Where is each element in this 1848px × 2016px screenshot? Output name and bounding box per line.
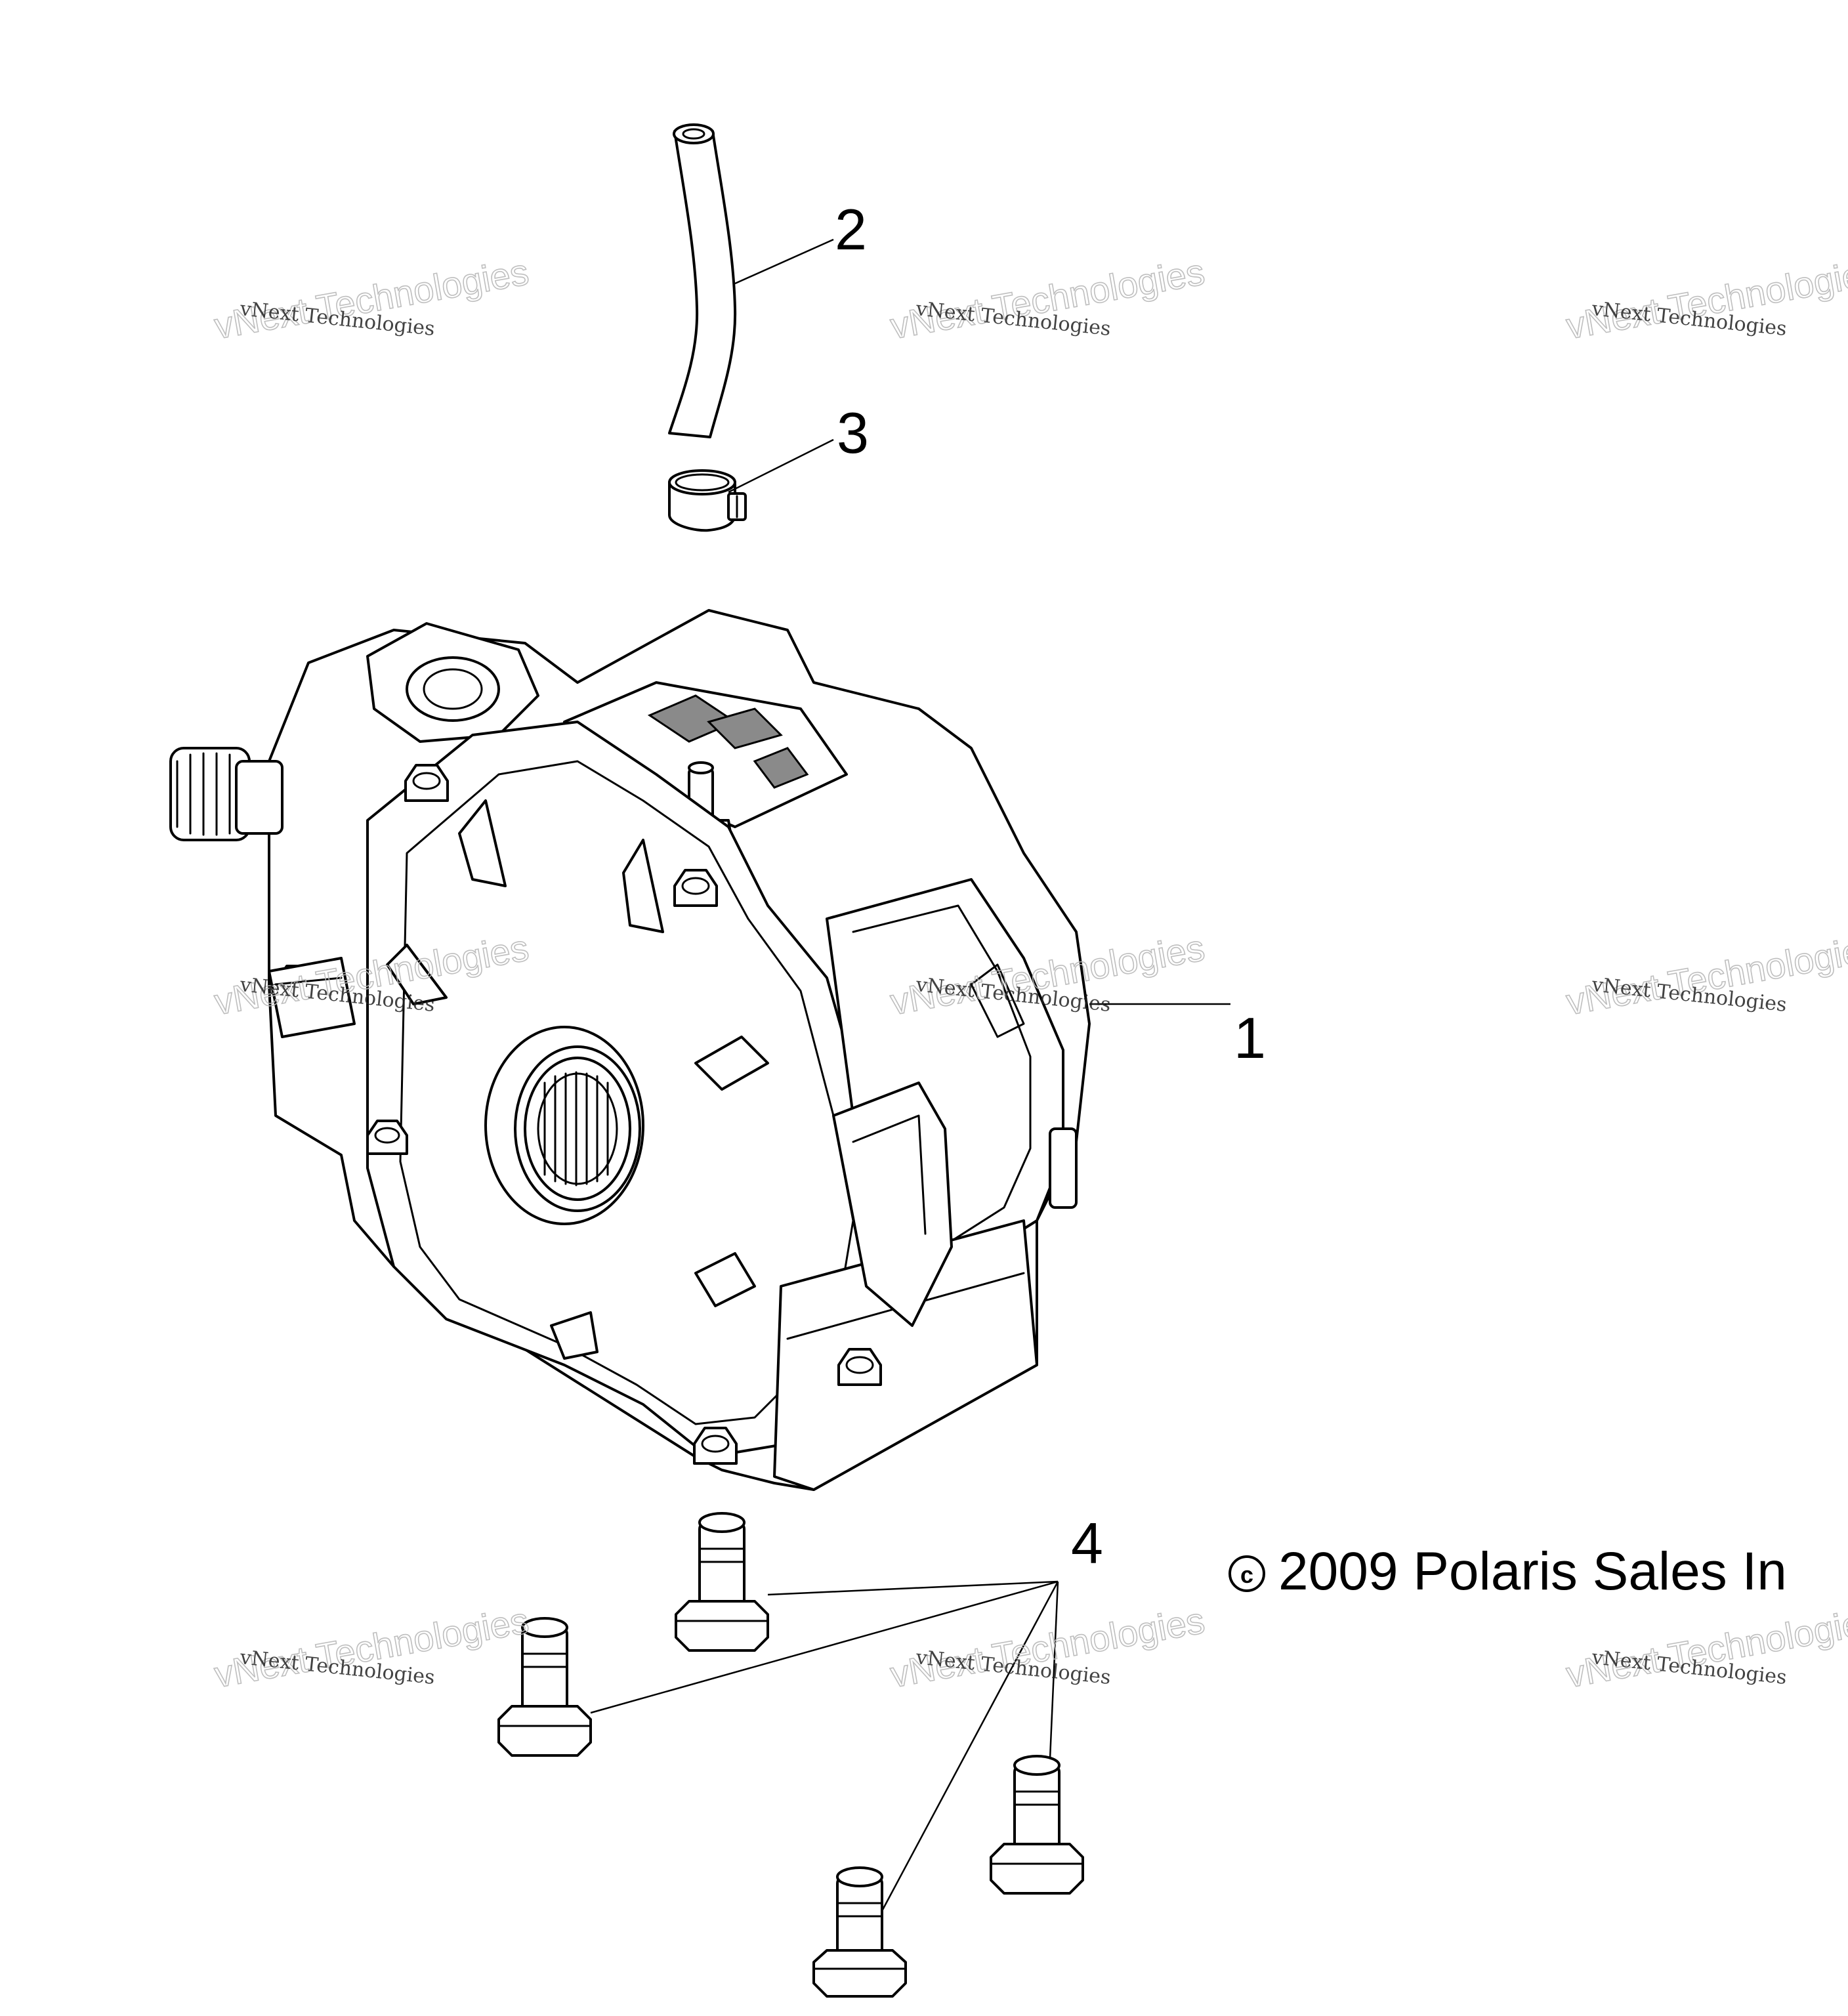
watermark: vNext Technologies vNext Technologies xyxy=(1563,1599,1848,1696)
bolt xyxy=(990,1755,1084,1895)
fill-port xyxy=(366,622,539,743)
leader-line-4d xyxy=(881,1581,1059,1910)
leader-line-4c xyxy=(1049,1581,1059,1759)
bolt xyxy=(812,1866,907,1998)
output-hub xyxy=(484,1026,644,1225)
watermark: vNext Technologies vNext Technologies xyxy=(1563,250,1848,347)
copyright-notice: c 2009 Polaris Sales In xyxy=(1228,1542,1787,1601)
leader-line-2 xyxy=(734,238,834,285)
watermark: vNext Technologies vNext Technologies xyxy=(887,250,1208,347)
leader-line-4b xyxy=(590,1580,1059,1714)
breather-hose xyxy=(668,123,737,438)
bolt xyxy=(675,1512,769,1652)
copyright-symbol: c xyxy=(1240,1561,1253,1588)
mounting-bolts xyxy=(497,1512,1084,1998)
watermark: vNext Technologies vNext Technologies xyxy=(211,1599,532,1696)
gearcase-assembly xyxy=(169,609,1091,1491)
copyright-circle-icon xyxy=(1228,1555,1265,1592)
watermark: vNext Technologies vNext Technologies xyxy=(211,250,532,347)
watermark: vNext Technologies vNext Technologies xyxy=(887,1599,1208,1696)
leader-line-4a xyxy=(767,1580,1059,1596)
callout-4: 4 xyxy=(1071,1511,1103,1576)
hose-clamp xyxy=(668,469,747,532)
input-spline xyxy=(169,747,284,841)
callout-1: 1 xyxy=(1234,1005,1266,1070)
cover-bolts xyxy=(277,764,882,1465)
leader-line-3 xyxy=(728,438,834,494)
callout-2: 2 xyxy=(835,197,867,262)
watermarks: vNext Technologies vNext Technologies vN… xyxy=(211,250,1848,1696)
bolt xyxy=(497,1617,592,1757)
copyright-text: 2009 Polaris Sales In xyxy=(1278,1542,1787,1601)
leader-lines xyxy=(590,238,1230,1910)
watermark: vNext Technologies vNext Technologies xyxy=(1563,926,1848,1023)
callout-3: 3 xyxy=(837,400,869,465)
